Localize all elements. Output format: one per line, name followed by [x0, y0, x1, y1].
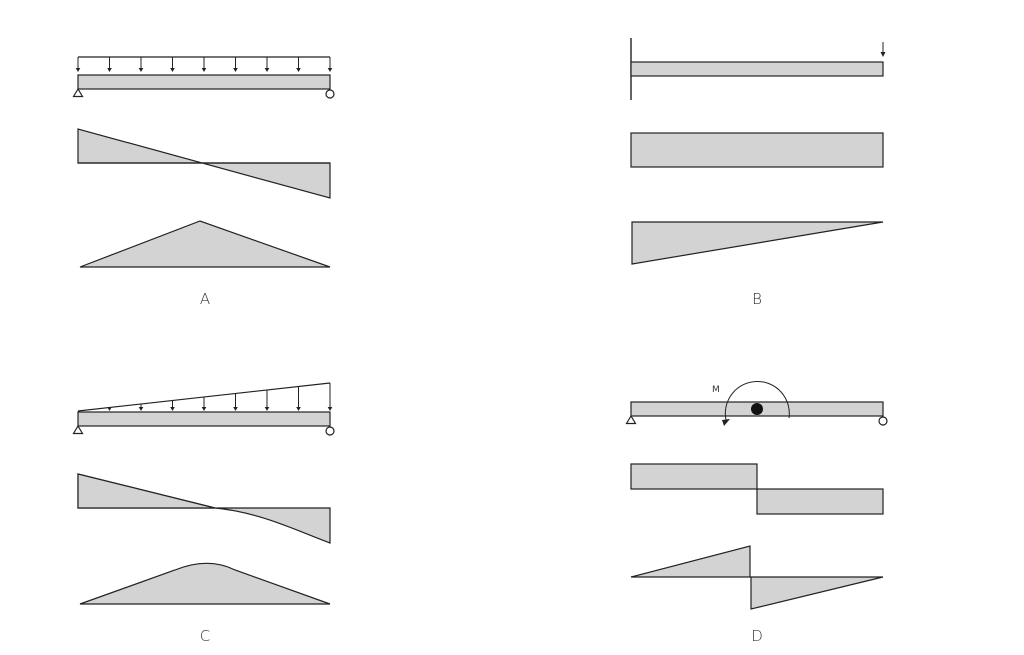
panel-d-shear-negative: [756, 488, 884, 515]
panel-a-moment-diagram: [79, 220, 331, 268]
load-arrow-icon: [264, 57, 270, 72]
load-arrow-icon: [264, 390, 270, 411]
panel-b-beam: [630, 61, 884, 77]
panel-c-shear-diagram-upper: [77, 473, 216, 509]
panel-c-moment-diagram: [79, 562, 331, 605]
panel-a-beam: [77, 74, 331, 90]
load-arrows: [107, 383, 333, 411]
panel-b-shear-diagram: [630, 132, 884, 168]
panel-d-moment-positive: [630, 545, 751, 578]
load-arrow-icon: [107, 407, 112, 411]
load-arrow-icon: [201, 397, 207, 411]
load-arrow-icon: [138, 404, 144, 411]
panel-c-load: [77, 382, 333, 412]
pin-support-icon: [72, 424, 84, 435]
load-arrow-icon: [296, 386, 301, 411]
load-arrow-icon: [107, 57, 112, 72]
panel-d: M D: [625, 380, 888, 645]
panel-d-shear-positive: [630, 463, 758, 490]
panel-d-caption: D: [751, 627, 763, 645]
pin-support-icon: [72, 87, 84, 98]
load-arrow-icon: [233, 393, 238, 411]
applied-moment-icon: [722, 380, 790, 426]
panel-d-moment-negative: [750, 576, 884, 610]
load-arrow-icon: [170, 400, 175, 411]
panel-b: B: [630, 38, 886, 308]
panel-b-caption: B: [752, 290, 762, 308]
panel-a-caption: A: [200, 290, 210, 308]
panel-b-moment-diagram: [631, 221, 884, 265]
roller-support-icon: [878, 416, 888, 426]
load-arrow-icon: [75, 57, 81, 72]
panel-a: A: [72, 56, 335, 308]
load-arrow-icon: [138, 57, 144, 72]
panel-c-beam: [77, 411, 331, 427]
pin-support-icon: [625, 414, 637, 425]
load-arrow-icon: [327, 57, 333, 72]
load-arrow-icon: [327, 383, 333, 411]
load-arrow-icon: [233, 57, 238, 72]
load-arrow-icon: [170, 57, 175, 72]
roller-support-icon: [325, 89, 335, 99]
roller-support-icon: [325, 426, 335, 436]
panel-c: C: [72, 382, 335, 645]
moment-application-point-icon: [751, 403, 763, 415]
moment-label: M: [712, 385, 720, 395]
load-arrows: [75, 57, 333, 72]
point-load-arrow-icon: [880, 42, 886, 57]
load-arrow-icon: [296, 57, 301, 72]
load-arrow-icon: [201, 57, 207, 72]
panel-a-load: [75, 56, 333, 72]
panel-c-caption: C: [200, 627, 210, 645]
